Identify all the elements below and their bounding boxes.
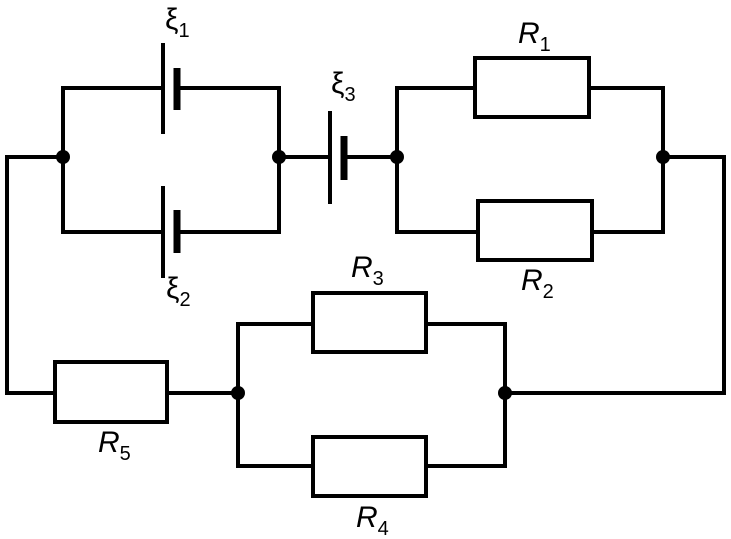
junction-node	[390, 150, 404, 164]
junction-node	[272, 150, 286, 164]
junction-nodes	[56, 150, 670, 400]
emf-2-label: ξ2	[166, 272, 191, 311]
wire-r1-left	[395, 86, 480, 234]
junction-node	[498, 386, 512, 400]
wire-e1-branch	[61, 86, 165, 234]
resistor-r5-symbol: R	[98, 426, 120, 459]
resistor-r5-subscript: 5	[120, 443, 131, 465]
resistor-r3-subscript: 3	[373, 268, 384, 290]
emf-1-subscript: 1	[178, 20, 189, 42]
emf-2-symbol-text: ξ	[166, 272, 179, 305]
resistor-r3-label: R3	[351, 251, 384, 290]
resistor-r2-subscript: 2	[543, 281, 554, 303]
resistor-r5-label: R5	[98, 426, 131, 465]
resistor-r2-symbol: R	[521, 264, 543, 297]
resistor-r4-symbol: R	[356, 501, 378, 534]
emf-2-symbol	[161, 186, 181, 278]
resistor-r4	[311, 435, 428, 498]
emf-3-label: ξ3	[331, 67, 356, 106]
junction-node	[56, 150, 70, 164]
resistor-r1-symbol: R	[518, 17, 540, 50]
wire-r3-left	[236, 322, 315, 468]
wire-r3-right	[424, 322, 507, 468]
junction-node	[656, 150, 670, 164]
emf-3-symbol-text: ξ	[331, 67, 344, 100]
resistor-r2-label: R2	[521, 264, 554, 303]
junction-node	[231, 386, 245, 400]
resistor-r5	[53, 360, 169, 424]
resistor-r3	[311, 291, 428, 354]
resistor-r4-label: R4	[356, 501, 389, 539]
emf-2-subscript: 2	[179, 289, 190, 311]
resistor-r1	[473, 56, 591, 119]
emf-1-symbol	[161, 43, 181, 134]
resistor-r1-subscript: 1	[540, 34, 551, 56]
wire-right-outer	[503, 155, 726, 395]
wire-left-outer	[5, 155, 65, 395]
emf-3-subscript: 3	[344, 84, 355, 106]
resistor-r3-symbol: R	[351, 251, 373, 284]
wire-r1-right	[587, 86, 665, 234]
emf-3-symbol	[328, 111, 348, 204]
resistor-r1-label: R1	[518, 17, 551, 56]
resistor-r2	[476, 199, 594, 262]
wire-e1-right	[175, 86, 281, 234]
emf-1-label: ξ1	[165, 3, 190, 42]
emf-1-symbol-text: ξ	[165, 3, 178, 36]
resistor-r4-subscript: 4	[378, 518, 389, 539]
